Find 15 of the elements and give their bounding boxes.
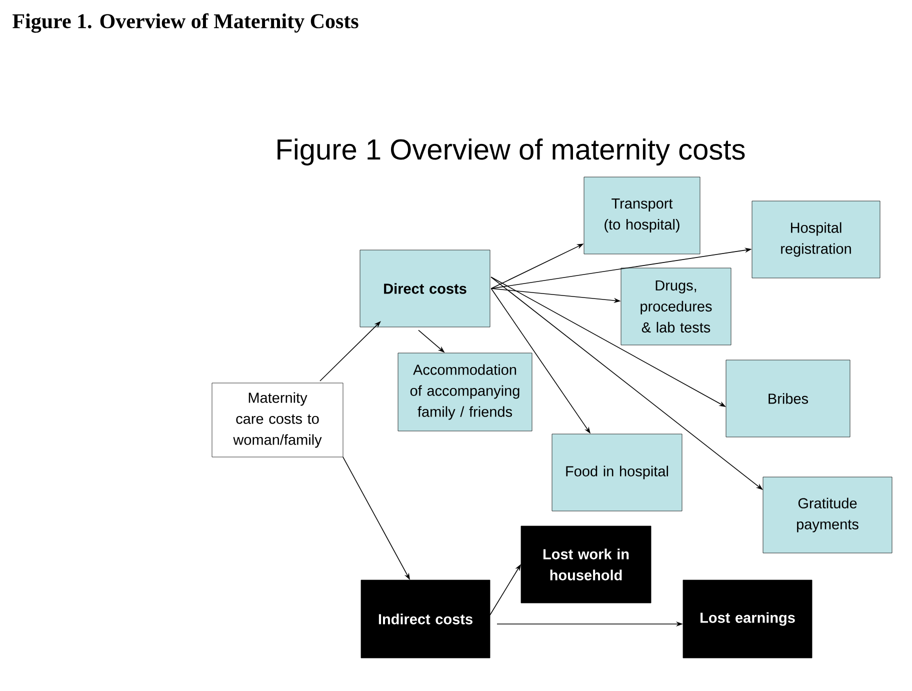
figure-title: Figure 1. Overview of Maternity Costs [12,13,358,33]
slide-title: Figure 1 Overview of maternity costs [278,138,745,166]
cost-box: Direct costs [360,250,490,328]
cost-box: Indirect costs [360,580,490,658]
cost-box: Gratitude payments [762,476,892,554]
cost-box: Lost work in household [520,526,652,604]
cost-box: Drugs, procedures & lab tests [620,268,732,346]
cost-box: Lost earnings [682,580,812,658]
cost-box: Maternity care costs to woman/family [212,382,344,458]
cost-box: Food in hospital [552,434,682,512]
arrow [320,321,381,382]
cost-box: Hospital registration [752,200,880,278]
cost-box: Transport (to hospital) [584,176,700,254]
cost-box: Accommodation of accompanying family / friends [398,352,532,432]
cost-box: Bribes [726,360,850,438]
